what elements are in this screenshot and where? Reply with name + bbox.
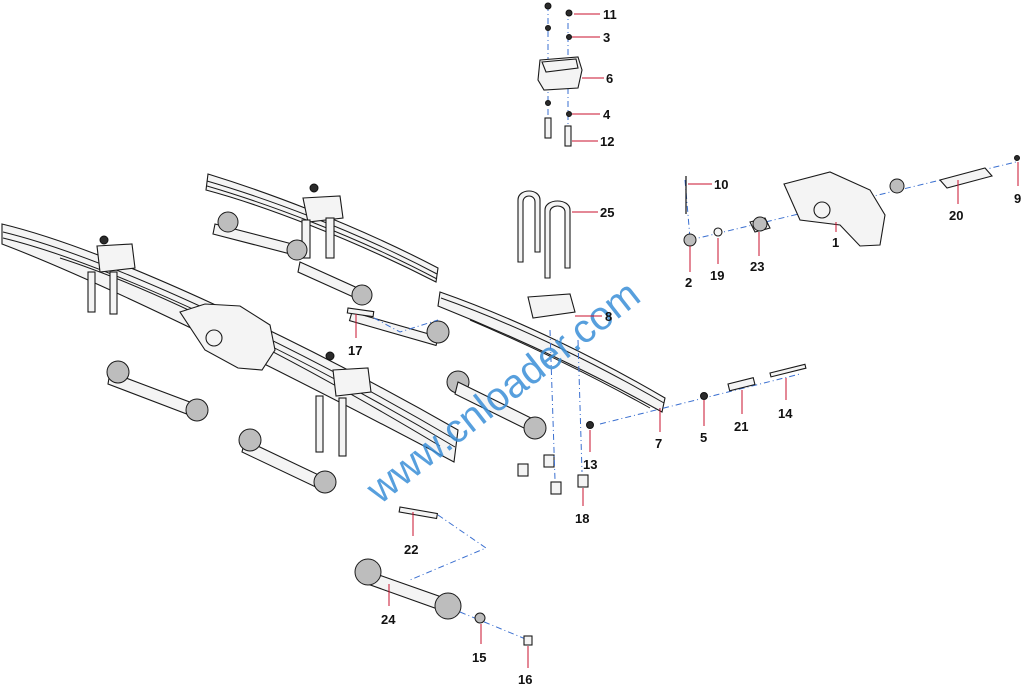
callout-23: 23 xyxy=(750,259,764,274)
callout-3: 3 xyxy=(603,30,610,45)
callout-4: 4 xyxy=(603,107,611,122)
callout-8: 8 xyxy=(605,309,612,324)
callout-20: 20 xyxy=(949,208,963,223)
callout-5: 5 xyxy=(700,430,707,445)
bottom-torque-rod xyxy=(354,506,533,646)
callout-14: 14 xyxy=(778,406,793,421)
callout-2: 2 xyxy=(685,275,692,290)
pin-assembly xyxy=(599,363,807,425)
callout-15: 15 xyxy=(472,650,486,665)
bolt-17-link xyxy=(346,307,439,333)
callout-11: 11 xyxy=(603,7,617,22)
upper-leaf-spring xyxy=(205,173,439,283)
callout-1: 1 xyxy=(832,235,839,250)
callout-18: 18 xyxy=(575,511,589,526)
right-leaf-spring xyxy=(437,291,666,413)
callout-21: 21 xyxy=(734,419,748,434)
callouts: 11 3 6 4 12 10 25 2 19 23 1 20 9 xyxy=(348,7,1021,687)
callout-13: 13 xyxy=(583,457,597,472)
lower-leaf-spring xyxy=(1,223,459,463)
callout-17: 17 xyxy=(348,343,362,358)
callout-25: 25 xyxy=(600,205,614,220)
callout-10: 10 xyxy=(714,177,728,192)
spring-nuts xyxy=(517,329,594,495)
callout-12: 12 xyxy=(600,134,614,149)
trunnion-bracket xyxy=(683,155,1020,247)
callout-19: 19 xyxy=(710,268,724,283)
top-bolt-stack xyxy=(537,2,583,147)
callout-6: 6 xyxy=(606,71,613,86)
u-bolts xyxy=(517,190,571,279)
callout-9: 9 xyxy=(1014,191,1021,206)
callout-7: 7 xyxy=(655,436,662,451)
callout-22: 22 xyxy=(404,542,418,557)
callout-16: 16 xyxy=(518,672,532,687)
callout-24: 24 xyxy=(381,612,396,627)
